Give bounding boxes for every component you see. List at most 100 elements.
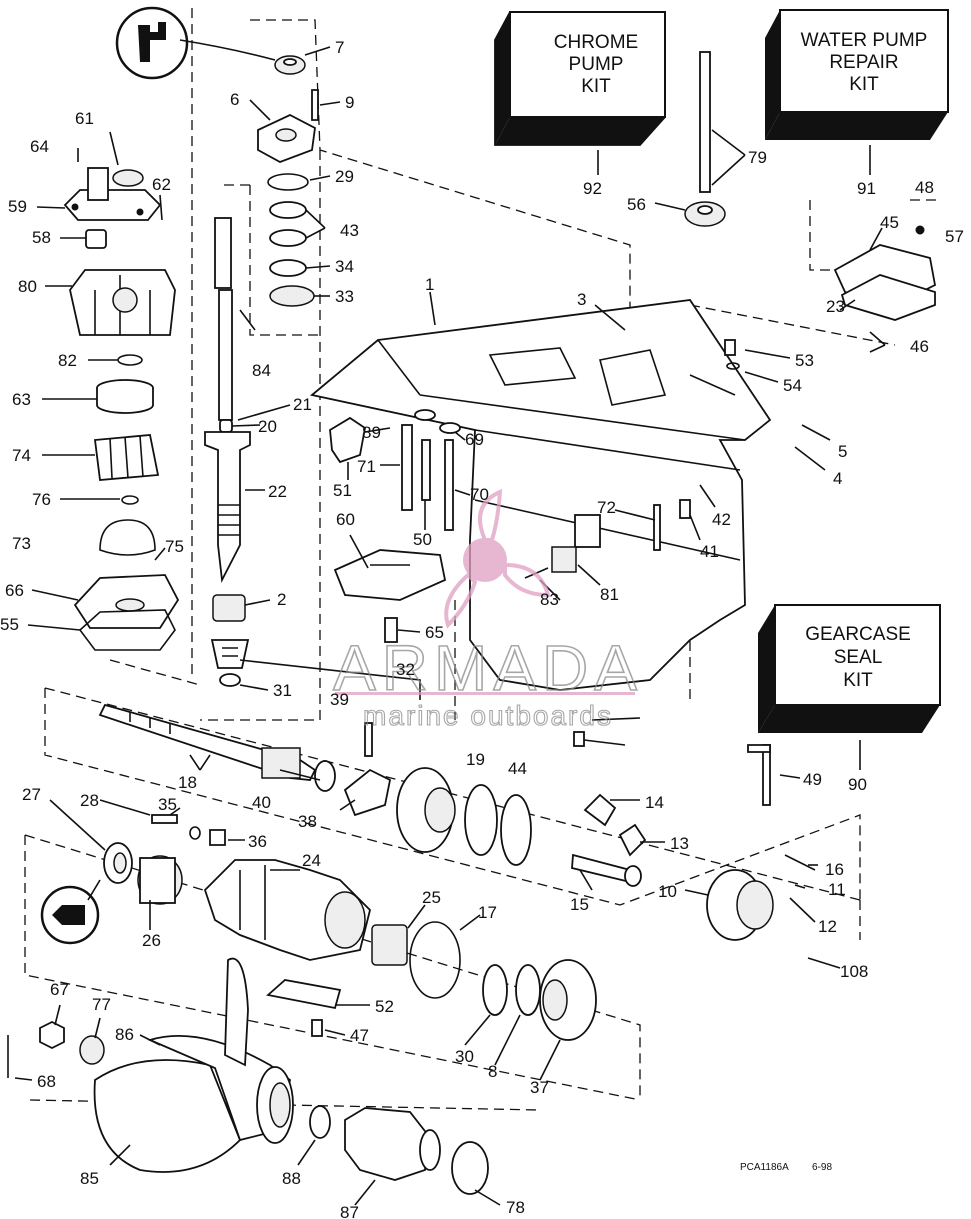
callout: 3 (577, 290, 586, 309)
callout: 70 (470, 485, 489, 504)
impeller-74 (93, 434, 160, 481)
callout: 1 (425, 275, 434, 294)
callout: 10 (658, 882, 677, 901)
callout: 27 (22, 785, 41, 804)
callout: 87 (340, 1203, 359, 1219)
callout: 76 (32, 490, 51, 509)
tube-79 (699, 51, 711, 193)
chrome-kit-line2: PUMP (569, 54, 624, 75)
o-ring-82 (117, 354, 143, 366)
callout: 11 (828, 880, 846, 899)
callout: 25 (422, 888, 441, 907)
callout: 55 (0, 615, 19, 634)
callout: 5 (838, 442, 847, 461)
callout: 59 (8, 197, 27, 216)
callout: 82 (58, 351, 77, 370)
kit-ref-water: 91 (857, 179, 876, 198)
callout: 45 (880, 213, 899, 232)
ring-40 (314, 760, 336, 792)
screw-47 (311, 1019, 323, 1037)
shift-rod-49 (747, 744, 771, 806)
callout: 74 (12, 446, 31, 465)
callout: 33 (335, 287, 354, 306)
seal-27 (103, 842, 133, 884)
kit-ref-chrome: 92 (583, 179, 602, 198)
seal-7 (274, 55, 306, 75)
bearing-25 (371, 924, 408, 966)
seal-kit-line2: SEAL (834, 647, 883, 668)
callout: 63 (12, 390, 31, 409)
callout: 80 (18, 277, 37, 296)
callout: 60 (336, 510, 355, 529)
callout: 20 (258, 417, 277, 436)
screw-53 (724, 339, 736, 356)
callout: 43 (340, 221, 359, 240)
chrome-kit-line3: KIT (581, 76, 611, 97)
callout: 42 (712, 510, 731, 529)
screw-72 (653, 504, 661, 551)
callout: 16 (825, 860, 844, 879)
callout: 19 (466, 750, 485, 769)
seal-73 (99, 519, 156, 556)
callout: 31 (273, 681, 292, 700)
callout: 52 (375, 997, 394, 1016)
pump-body-22 (204, 431, 251, 584)
pin-20 (219, 419, 233, 433)
screw-41-lower (573, 731, 585, 747)
gearcase-housing-1 (310, 299, 772, 691)
callout: 73 (12, 534, 31, 553)
clutch-dog-38 (343, 768, 392, 817)
callout: 12 (818, 917, 837, 936)
nut-67 (39, 1020, 65, 1050)
callout: 83 (540, 590, 559, 609)
washer-44 (500, 794, 532, 866)
propeller-logo-icon (444, 488, 551, 629)
callout: 37 (530, 1078, 549, 1097)
ring-29 (267, 173, 309, 191)
callout: 32 (396, 660, 415, 679)
watermark-tagline: marine outboards (363, 700, 613, 731)
callout: 65 (425, 623, 444, 642)
figure-date-text: 6-98 (812, 1162, 832, 1173)
callout: 21 (293, 395, 312, 414)
washers-43 (269, 201, 307, 247)
callout: 29 (335, 167, 354, 186)
hub-87 (344, 1107, 441, 1181)
callout: 51 (333, 481, 352, 500)
callout: 61 (75, 109, 94, 128)
retainer-6 (257, 113, 316, 163)
callout: 88 (282, 1169, 301, 1188)
pinion-32 (210, 639, 250, 669)
callout: 85 (80, 1169, 99, 1188)
washer-34 (269, 259, 307, 277)
screw-9 (311, 89, 319, 121)
washer-54 (726, 362, 740, 370)
seal-kit-line1: GEARCASE (805, 624, 911, 645)
callout: 4 (833, 469, 842, 488)
bearing-carrier-24 (203, 859, 371, 961)
thrust-washer-52 (266, 979, 342, 1010)
bearing-housing-10 (706, 869, 774, 941)
screw-41-upper (679, 499, 691, 519)
washer-8 (515, 964, 541, 1016)
tool-icon-top (115, 6, 276, 80)
water-kit-line2: REPAIR (829, 52, 898, 73)
screw-35 (151, 814, 178, 824)
callout: 44 (508, 759, 527, 778)
callout: 40 (252, 793, 271, 812)
clip-13 (618, 823, 647, 857)
callout: 26 (142, 931, 161, 950)
callout: 68 (37, 1072, 56, 1091)
o-ring-17 (409, 921, 461, 999)
callout: 53 (795, 351, 814, 370)
tool-icon-bottom (40, 879, 101, 945)
callout: 86 (115, 1025, 134, 1044)
bearing-2 (212, 594, 246, 622)
callout: 17 (478, 903, 497, 922)
callout: 23 (826, 297, 845, 316)
nut-31 (219, 673, 241, 687)
water-kit-line1: WATER PUMP (801, 30, 928, 51)
callout: 89 (362, 423, 381, 442)
callout: 77 (92, 995, 111, 1014)
